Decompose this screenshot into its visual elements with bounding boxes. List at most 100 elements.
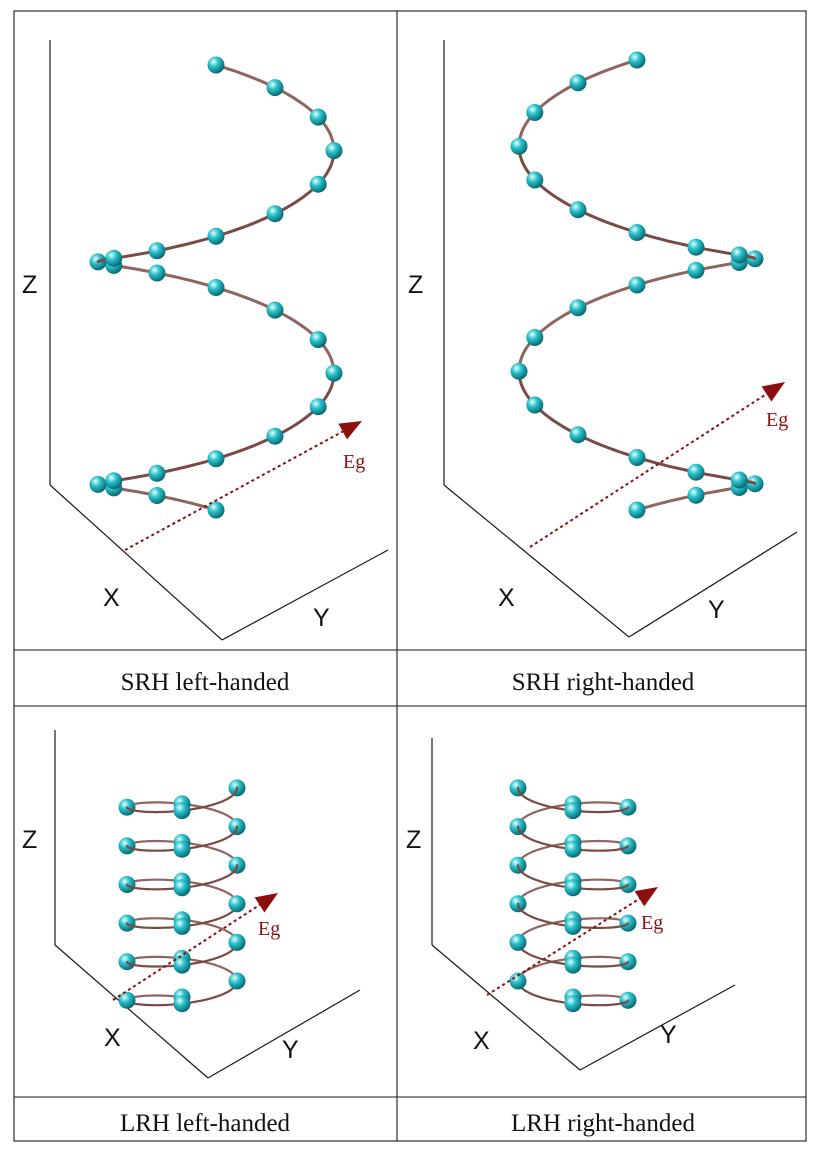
helix-strand	[517, 366, 757, 485]
bead	[509, 972, 527, 990]
bead	[89, 475, 107, 493]
helix	[118, 779, 246, 1013]
bead	[173, 995, 191, 1013]
axis-label-x: X	[104, 1024, 121, 1052]
helix-strand	[517, 141, 757, 260]
axis-label-y: Y	[660, 1021, 677, 1049]
helix-strand	[214, 63, 336, 149]
vector-label-eg: Eg	[258, 918, 280, 940]
helix-front-strands	[96, 145, 336, 486]
bead	[148, 264, 166, 282]
helix	[89, 56, 343, 519]
bead	[510, 362, 528, 380]
bead	[207, 501, 225, 519]
vector-label-eg: Eg	[766, 409, 788, 431]
eg-vector-line	[112, 899, 267, 1001]
axes-frame	[443, 40, 798, 638]
bead	[325, 142, 343, 160]
bead	[309, 331, 327, 349]
bead	[564, 802, 582, 820]
bead	[687, 261, 705, 279]
helix	[510, 51, 764, 519]
eg-arrowhead	[254, 893, 278, 913]
panel-srh-left: Z X Y Eg SRH left-handed	[22, 40, 389, 696]
bead	[687, 238, 705, 256]
beads-front	[89, 142, 343, 493]
bead	[148, 464, 166, 482]
bead	[687, 463, 705, 481]
helix-strand	[517, 58, 639, 145]
bead	[173, 956, 191, 974]
bead	[730, 471, 748, 489]
bead	[228, 895, 246, 913]
table-grid	[13, 10, 807, 1142]
axis-label-x: X	[103, 584, 120, 612]
axis-label-x: X	[473, 1027, 490, 1055]
bead	[105, 249, 123, 267]
axis-label-y: Y	[708, 596, 725, 624]
eg-vector	[529, 382, 785, 548]
bead	[628, 224, 646, 241]
eg-vector	[112, 893, 278, 1001]
beads-back	[526, 51, 764, 519]
eg-vector-line	[124, 426, 351, 551]
vector-label-eg: Eg	[641, 912, 663, 934]
bead	[628, 449, 646, 466]
caption: LRH left-handed	[120, 1110, 291, 1137]
eg-vector	[486, 887, 658, 996]
bead	[207, 56, 225, 74]
bead	[173, 879, 191, 897]
bead	[628, 51, 646, 69]
bead	[173, 802, 191, 820]
bead	[569, 426, 587, 444]
bead	[266, 427, 284, 445]
bead	[207, 279, 225, 296]
bead	[569, 299, 587, 317]
beads-front	[509, 802, 582, 1013]
bead	[526, 104, 544, 121]
bead	[628, 501, 646, 519]
axis-label-z: Z	[22, 271, 37, 299]
bead	[569, 74, 587, 92]
panel-srh-right: Z X Y Eg SRH right-handed	[408, 40, 798, 696]
bead	[173, 840, 191, 858]
helix-strand	[96, 260, 336, 372]
eg-arrowhead	[338, 421, 362, 440]
bead	[564, 956, 582, 974]
bead	[325, 364, 343, 382]
bead	[228, 933, 246, 951]
helix	[509, 779, 637, 1013]
bead	[509, 933, 527, 951]
axis-label-z: Z	[22, 826, 37, 854]
eg-arrowhead	[634, 887, 658, 907]
panel-lrh-left: Z X Y Eg LRH left-handed	[22, 730, 361, 1137]
beads-front	[118, 802, 246, 1013]
bead	[105, 472, 123, 490]
caption: LRH right-handed	[511, 1110, 695, 1137]
beads-front	[510, 137, 748, 489]
axes-frame	[54, 730, 361, 1079]
eg-arrowhead	[761, 382, 785, 402]
caption: SRH right-handed	[512, 669, 695, 696]
eg-vector-line	[529, 388, 774, 548]
helix-front-strands	[517, 141, 757, 485]
axis-label-y: Y	[282, 1036, 299, 1064]
bead	[207, 450, 225, 468]
bead	[730, 246, 748, 264]
bead	[526, 329, 544, 346]
panel-lrh-right: Z X Y Eg LRH right-handed	[406, 738, 736, 1137]
axes-frame	[49, 40, 389, 641]
eg-vector-line	[486, 893, 647, 996]
bead	[564, 995, 582, 1013]
bead	[526, 171, 544, 189]
bead	[148, 242, 166, 260]
axis-label-z: Z	[406, 826, 421, 854]
bead	[564, 879, 582, 897]
bead	[309, 398, 327, 416]
eg-vector	[124, 421, 362, 551]
bead	[564, 917, 582, 935]
bead	[510, 137, 528, 155]
caption: SRH left-handed	[121, 669, 290, 696]
bead	[628, 276, 646, 294]
